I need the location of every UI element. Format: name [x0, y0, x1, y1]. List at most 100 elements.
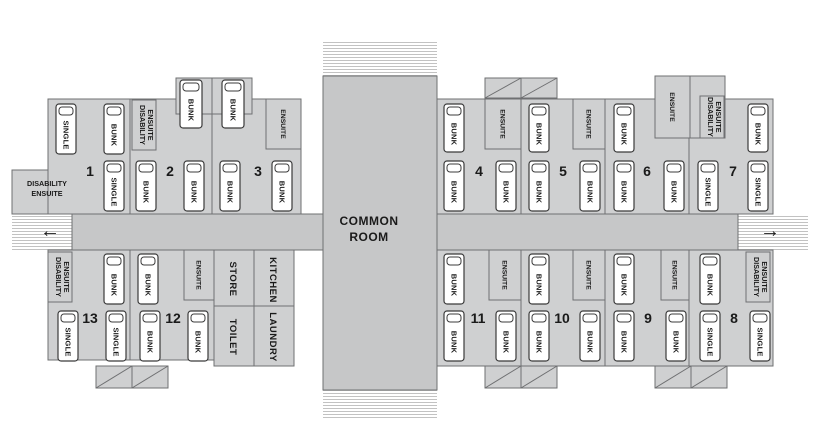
bed-bunk — [579, 160, 601, 212]
ensuite-label: ENSUITE — [585, 260, 592, 290]
bed-bunk — [103, 103, 125, 155]
bed-label-bunk: BUNK — [535, 331, 544, 354]
exit-stairs-right — [736, 216, 808, 252]
disability-ensuite-label-line2: ENSUITE — [62, 261, 71, 292]
bed-bunk — [187, 310, 209, 362]
pillow — [446, 313, 462, 323]
pillow — [700, 163, 716, 173]
disability-ensuite-label-line1: DISABILITY — [54, 257, 63, 297]
pillow — [108, 313, 124, 323]
bed-label-bunk: BUNK — [620, 274, 629, 297]
pillow — [446, 163, 462, 173]
bed-bunk — [613, 160, 635, 212]
exit-arrow-left: ← — [40, 220, 60, 242]
bed-single — [57, 310, 79, 362]
room-number-10: 10 — [554, 310, 570, 326]
bed-bunk — [271, 160, 293, 212]
bed-label-bunk: BUNK — [144, 274, 153, 297]
bed-label-single: SINGLE — [754, 177, 763, 206]
bed-single — [749, 310, 771, 362]
pillow — [222, 163, 238, 173]
bed-label-bunk: BUNK — [670, 181, 679, 204]
exit-arrow-right: → — [760, 220, 780, 242]
bed-bunk — [103, 253, 125, 305]
bed-label-single: SINGLE — [756, 327, 765, 356]
bed-bunk — [219, 160, 241, 212]
bed-label-bunk: BUNK — [672, 331, 681, 354]
beds-and-fixtures: SINGLE BUNK SINGLE BUNK BUNK BUNK BUNK BUNK BUNK… — [47, 75, 771, 362]
ensuite-label: ENSUITE — [501, 260, 508, 290]
room-number-12: 12 — [165, 310, 181, 326]
bed-label-bunk: BUNK — [620, 181, 629, 204]
pillow — [498, 163, 514, 173]
room-number-4: 4 — [475, 163, 483, 179]
bed-label-bunk: BUNK — [190, 181, 199, 204]
stairs-top — [323, 40, 437, 76]
disability-ensuite-label-line2: ENSUITE — [146, 109, 155, 140]
bed-label-single: SINGLE — [64, 327, 73, 356]
pillow — [274, 163, 290, 173]
store-room — [213, 249, 255, 307]
bed-bunk — [443, 253, 465, 305]
ensuite-box — [265, 98, 302, 150]
bed-label-bunk: BUNK — [502, 331, 511, 354]
bed-bunk — [665, 310, 687, 362]
bed-bunk — [221, 79, 245, 129]
pillow — [140, 256, 156, 266]
common-room-label-line2: ROOM — [349, 230, 388, 244]
bed-bunk — [528, 103, 550, 153]
bed-label-single: SINGLE — [706, 327, 715, 356]
pillow — [750, 163, 766, 173]
room-number-8: 8 — [730, 310, 738, 326]
bed-bunk — [528, 253, 550, 305]
bed-bunk — [137, 253, 159, 305]
bed-bunk — [613, 103, 635, 153]
bed-label-bunk: BUNK — [110, 124, 119, 147]
disability-ensuite-label-line2: ENSUITE — [714, 101, 723, 132]
bed-bunk — [135, 160, 157, 212]
ensuite-label: ENSUITE — [279, 109, 286, 139]
room-number-6: 6 — [643, 163, 651, 179]
bed-label-bunk: BUNK — [620, 123, 629, 146]
pillow — [142, 313, 158, 323]
pillow — [752, 313, 768, 323]
pillow — [702, 256, 718, 266]
ensuite-box — [654, 75, 691, 139]
disability-ensuite-box — [745, 251, 771, 303]
stairs-bottom — [323, 390, 437, 420]
bed-single — [55, 103, 77, 155]
disability-ensuite-left-line1: DISABILITY — [27, 179, 67, 188]
ensuite-box — [572, 98, 606, 150]
exit-stairs-left — [12, 216, 72, 252]
laundry-room — [253, 305, 295, 367]
toilet-room — [213, 305, 255, 367]
room-number-13: 13 — [82, 310, 98, 326]
pillow — [138, 163, 154, 173]
common-room-label-line1: COMMON — [340, 214, 399, 228]
bed-label-bunk: BUNK — [586, 181, 595, 204]
pillow — [666, 163, 682, 173]
disability-ensuite-left — [11, 169, 49, 215]
bed-label-bunk: BUNK — [194, 331, 203, 354]
bed-label-bunk: BUNK — [586, 331, 595, 354]
ensuite-label: ENSUITE — [668, 92, 675, 122]
pillow — [446, 106, 462, 116]
pillow — [616, 163, 632, 173]
pillow — [498, 313, 514, 323]
bed-label-bunk: BUNK — [535, 181, 544, 204]
bed-bunk — [613, 310, 635, 362]
ensuite-box — [572, 249, 606, 301]
bed-bunk — [443, 160, 465, 212]
room-number-2: 2 — [166, 163, 174, 179]
bed-label-single: SINGLE — [110, 177, 119, 206]
pillow — [106, 256, 122, 266]
room-number-11: 11 — [471, 310, 486, 326]
disability-ensuite-label-line2: ENSUITE — [760, 261, 769, 292]
bed-bunk — [528, 310, 550, 362]
bed-label-bunk: BUNK — [620, 331, 629, 354]
bed-label-bunk: BUNK — [187, 99, 196, 122]
disability-ensuite-label-line1: DISABILITY — [706, 97, 715, 137]
ensuite-label: ENSUITE — [671, 260, 678, 290]
